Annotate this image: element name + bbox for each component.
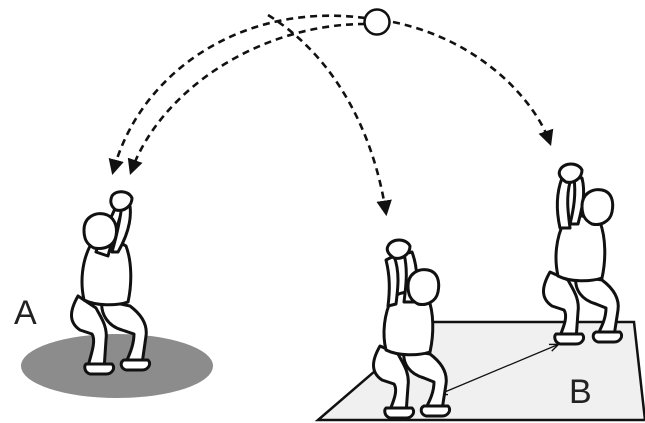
label-a: A [14,294,37,332]
zone-a-ellipse [21,334,213,398]
trajectory-ball-to-b [393,22,550,143]
label-b: B [569,373,592,411]
trajectory-ball-to-center [268,15,386,213]
player-b-figure [544,164,622,344]
ball-icon [365,10,390,35]
trajectory-ball-to-a-inner [131,24,365,172]
trajectory-ball-to-a-outer [113,16,365,172]
